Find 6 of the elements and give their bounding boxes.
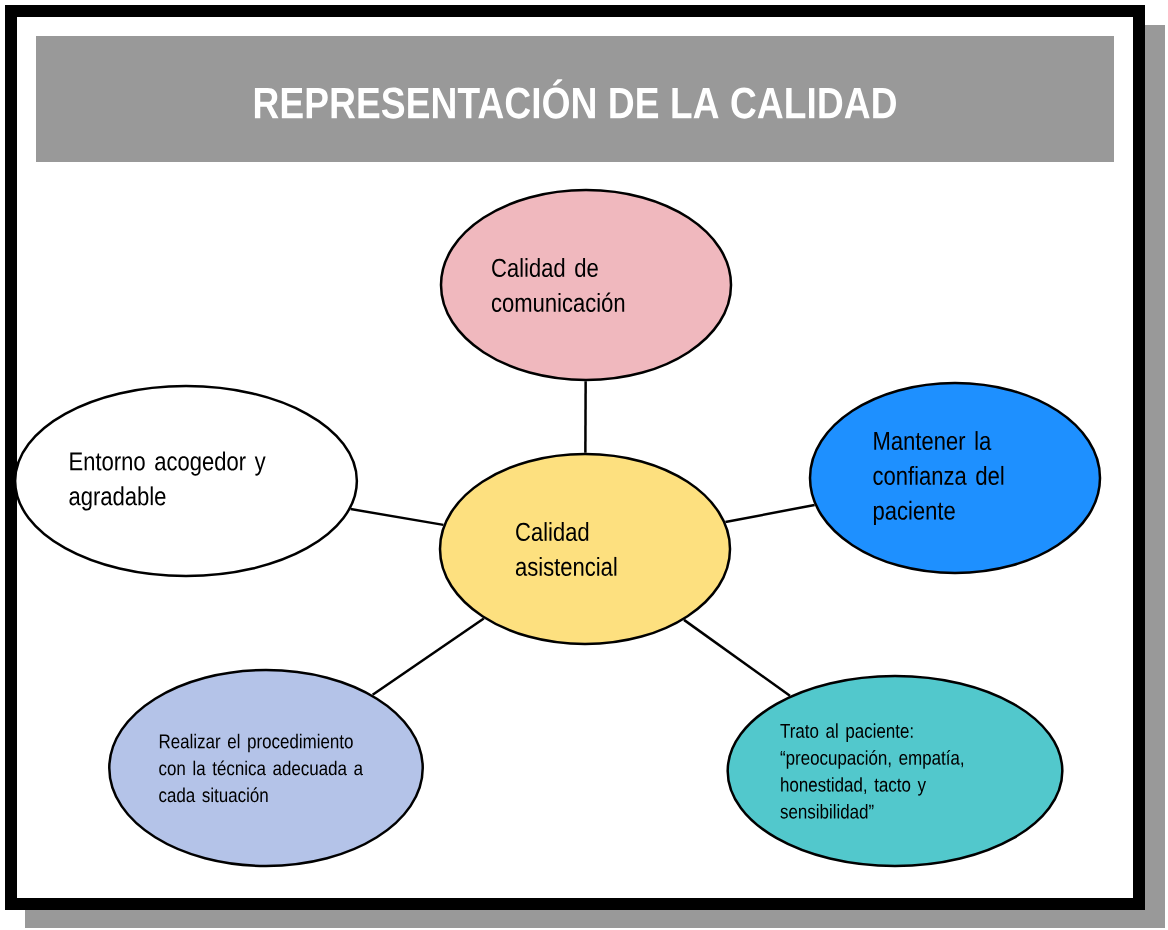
connector-line: [584, 381, 587, 453]
connector-line: [683, 618, 791, 697]
connector-line: [725, 503, 815, 524]
connector-line: [371, 617, 485, 696]
connector-line: [350, 507, 444, 527]
title-banner: REPRESENTACIÓN DE LA CALIDAD: [36, 36, 1114, 162]
